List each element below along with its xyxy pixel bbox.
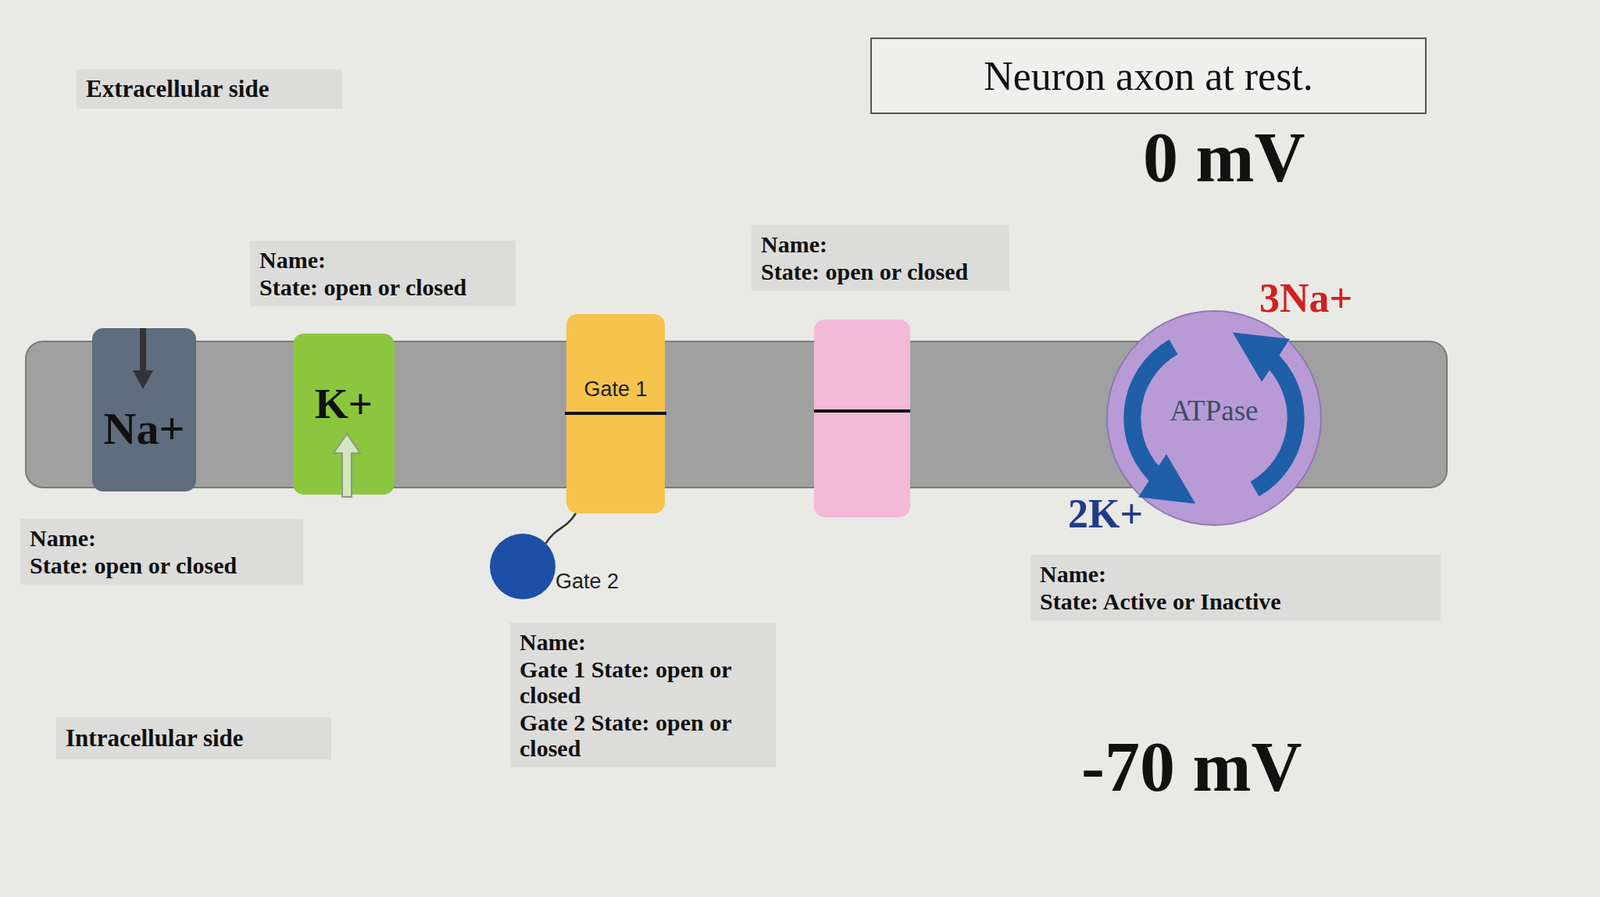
down-arrow xyxy=(132,370,154,390)
channel-label-text: K+ xyxy=(314,378,373,429)
gate-ball: Gate 2 xyxy=(489,533,556,600)
answer-box-text: Name: xyxy=(29,525,294,551)
region-label: Extracellular side xyxy=(76,69,343,109)
region-label-text: Extracellular side xyxy=(85,75,269,104)
answer-box: Name:State: open or closed xyxy=(20,518,304,585)
answer-box: Name:State: Active or Inactive xyxy=(1030,554,1441,621)
up-arrow xyxy=(333,433,361,497)
answer-box-text: Gate 2 State: open or closed xyxy=(519,709,767,761)
channel-label: Na+ xyxy=(92,328,197,492)
ion-label: 2K+ xyxy=(1067,490,1143,537)
pink-channel xyxy=(814,319,911,518)
answer-box-text: Name: xyxy=(259,246,507,273)
channel-label-text: Na+ xyxy=(103,402,186,455)
cycle-arrow xyxy=(1132,346,1174,487)
gate-label-text: Gate 1 xyxy=(583,377,647,402)
voltage-label: -70 mV xyxy=(1081,726,1302,808)
cycle-arrow xyxy=(1254,349,1297,490)
answer-box-text: Name: xyxy=(1039,560,1432,587)
voltage-label: 0 mV xyxy=(1142,117,1305,198)
sodium-channel xyxy=(92,328,197,492)
title-box-text: Neuron axon at rest. xyxy=(983,53,1314,100)
tether-line xyxy=(546,513,576,543)
gate-label: Gate 1 xyxy=(566,314,665,514)
ion-label: 3Na+ xyxy=(1259,275,1353,322)
answer-box-text: Name: xyxy=(519,628,767,655)
title-box: Neuron axon at rest. xyxy=(870,37,1427,115)
answer-box-text: Gate 1 State: open or closed xyxy=(519,656,767,708)
answer-box-text: State: open or closed xyxy=(259,274,507,300)
channel-label: K+ xyxy=(292,333,395,495)
pump-label-text: ATPase xyxy=(1169,393,1258,428)
region-label-text: Intracellular side xyxy=(65,724,244,753)
gate-ball xyxy=(489,533,556,600)
answer-box-text: Name: xyxy=(760,231,1000,258)
answer-box-text: State: Active or Inactive xyxy=(1039,588,1432,615)
answer-box: Name:State: open or closed xyxy=(250,240,516,307)
answer-box-text: State: open or closed xyxy=(760,258,1000,285)
answer-box-text: State: open or closed xyxy=(29,552,294,579)
answer-box: Name:State: open or closed xyxy=(751,225,1010,291)
gate-ball-text: Gate 2 xyxy=(555,569,619,594)
region-label: Intracellular side xyxy=(56,717,332,760)
answer-box: Name:Gate 1 State: open or closedGate 2 … xyxy=(510,622,776,768)
